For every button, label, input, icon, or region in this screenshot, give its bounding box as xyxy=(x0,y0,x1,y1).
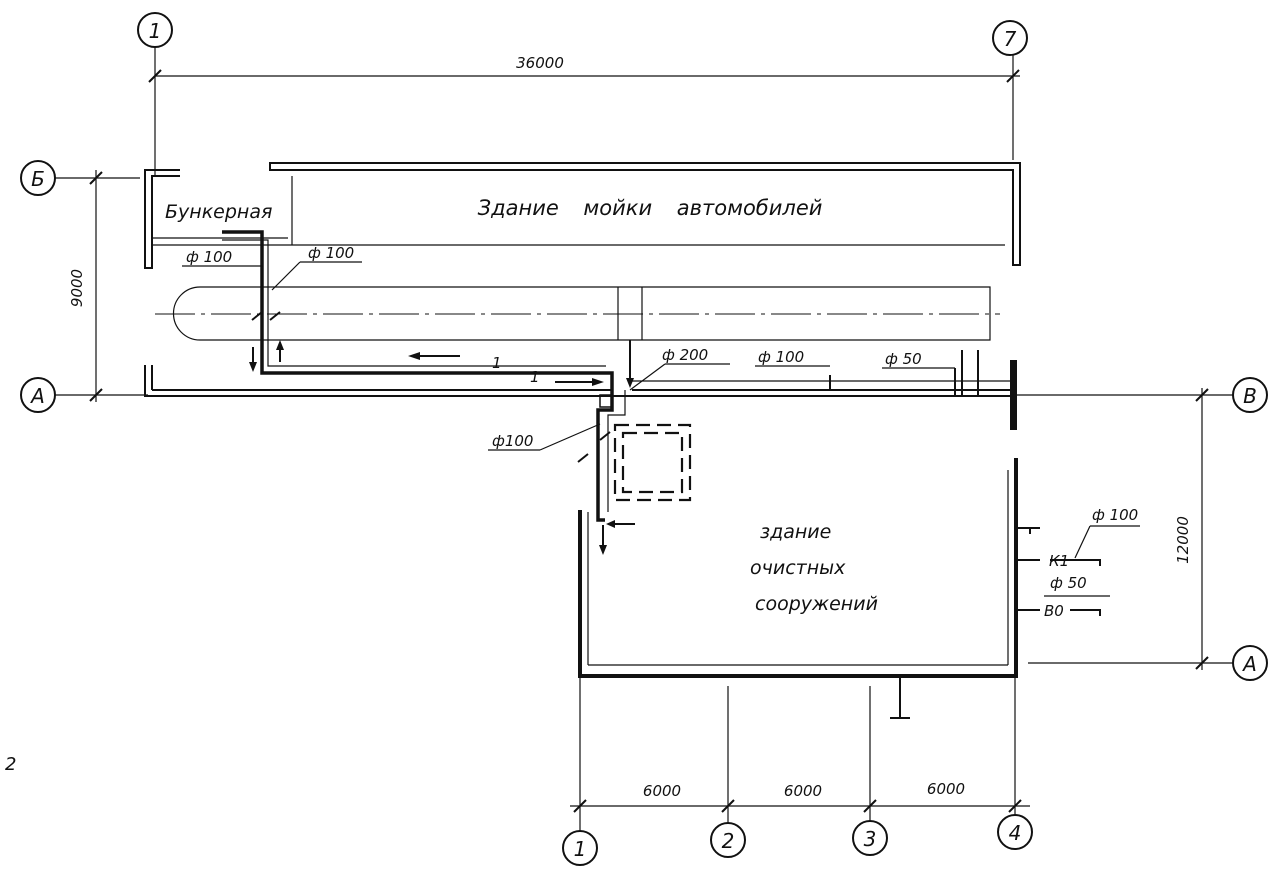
pipe-label-d100: ф100 xyxy=(492,432,533,450)
axis-label: 1 xyxy=(574,837,587,861)
pipe-label-k1: К1 xyxy=(1049,552,1069,570)
pipe-labels: ф 100 ф 100 ф 200 ф 100 ф 50 ф100 ф 100 … xyxy=(182,244,1140,620)
car-wash-building: Бункерная Здание мойки автомобилей xyxy=(144,162,1021,430)
pipe-label-d100: ф 100 xyxy=(186,248,232,266)
axis-marker-1-bottom: 1 xyxy=(562,830,598,866)
dimension-bottom: 6000 6000 6000 xyxy=(570,780,1030,813)
pipe-line-number: 1 xyxy=(530,368,540,386)
axis-label: 1 xyxy=(149,19,162,43)
axis-marker-4-bottom: 4 xyxy=(997,814,1033,850)
axis-label: 3 xyxy=(864,827,877,851)
margin-mark: 2 xyxy=(5,754,16,775)
axis-marker-A-left: А xyxy=(20,377,56,413)
dimension-label-6000: 6000 xyxy=(784,782,822,800)
dimension-label-6000: 6000 xyxy=(927,780,965,798)
pipe-label-d100: ф 100 xyxy=(308,244,354,262)
axis-marker-1-top: 1 xyxy=(137,12,173,48)
pipe-label-d50: ф 50 xyxy=(885,350,922,368)
axis-marker-A-right: А xyxy=(1232,645,1268,681)
axis-marker-3-bottom: 3 xyxy=(852,820,888,856)
axis-marker-2-bottom: 2 xyxy=(710,822,746,858)
treatment-building-label-1: здание xyxy=(760,521,831,543)
axis-label: 2 xyxy=(722,829,735,853)
axis-lines xyxy=(55,47,1233,831)
axis-label: Б xyxy=(31,167,45,191)
dimension-label-36000: 36000 xyxy=(516,54,564,72)
pipe-label-v0: В0 xyxy=(1044,602,1064,620)
dimension-top: 36000 xyxy=(148,54,1020,83)
treatment-building-label-2: очистных xyxy=(750,557,846,579)
dimension-left: 9000 xyxy=(68,170,103,402)
axis-marker-V-right: В xyxy=(1232,377,1268,413)
treatment-building-label-3: сооружений xyxy=(755,593,878,615)
dimension-label-9000: 9000 xyxy=(68,269,86,307)
dimension-right: 12000 xyxy=(1174,388,1209,670)
treatment-building: здание очистных сооружений xyxy=(578,423,1018,678)
axis-label: А xyxy=(29,384,45,408)
axis-marker-7-top: 7 xyxy=(992,20,1028,56)
axis-label: В xyxy=(1243,384,1257,408)
pipe-label-d100: ф 100 xyxy=(1092,506,1138,524)
axis-label: А xyxy=(1241,652,1257,676)
pipeline-network xyxy=(222,230,1101,719)
pipe-label-d50: ф 50 xyxy=(1050,574,1087,592)
pipe-line-number: 1 xyxy=(492,354,502,372)
axis-label: 4 xyxy=(1009,821,1022,845)
dimension-label-6000: 6000 xyxy=(643,782,681,800)
pipe-label-d200: ф 200 xyxy=(662,346,708,364)
dimension-label-12000: 12000 xyxy=(1174,516,1192,564)
pipe-label-d100: ф 100 xyxy=(758,348,804,366)
axis-marker-B-left: Б xyxy=(20,160,56,196)
car-wash-building-label: Здание мойки автомобилей xyxy=(478,196,823,220)
bunker-room-label: Бункерная xyxy=(165,201,272,223)
axis-label: 7 xyxy=(1004,27,1017,51)
